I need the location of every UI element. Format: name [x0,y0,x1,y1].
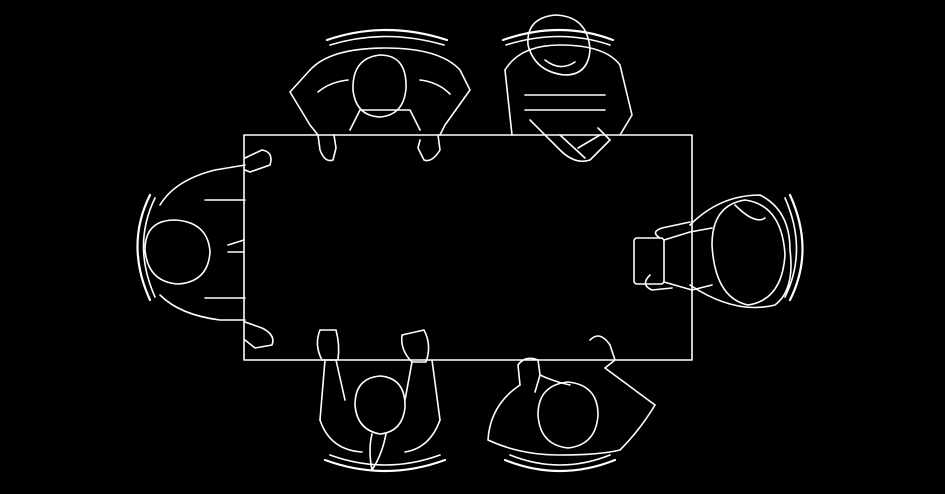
chair-left [136,193,152,302]
person-right [633,193,804,309]
chair-bottom-left-inner [329,454,441,466]
torso-outline-br [487,384,656,456]
person-bottom-right [487,335,656,473]
chair-right [788,193,804,302]
chair-right-inner [784,197,798,298]
person-top-left [289,28,471,162]
conference-table [243,134,693,361]
tablet-device [633,237,665,285]
head-top-left [352,54,407,118]
torso-outline-tr [504,44,633,136]
head-bottom-left [354,375,406,435]
chair-bottom-right [503,458,617,473]
torso-outline-bl [319,419,441,453]
torso-outline [309,47,471,136]
chair-top-right [501,28,615,42]
chair-top-left [325,28,449,42]
chair-top-right-inner [505,35,611,46]
head-top-right [527,14,591,76]
chair-left-inner [142,197,156,298]
chair-top-left-inner [329,35,445,46]
person-top-right [501,14,633,163]
chair-bottom-right-inner [509,454,611,466]
person-left [136,149,274,349]
torso-outline-right [689,194,792,309]
head-left [144,219,211,285]
head-bottom-right [537,381,599,449]
head-right [711,199,786,306]
chair-bottom-left [323,458,447,473]
torso-outline-left [159,164,246,321]
person-bottom-left [316,329,447,473]
